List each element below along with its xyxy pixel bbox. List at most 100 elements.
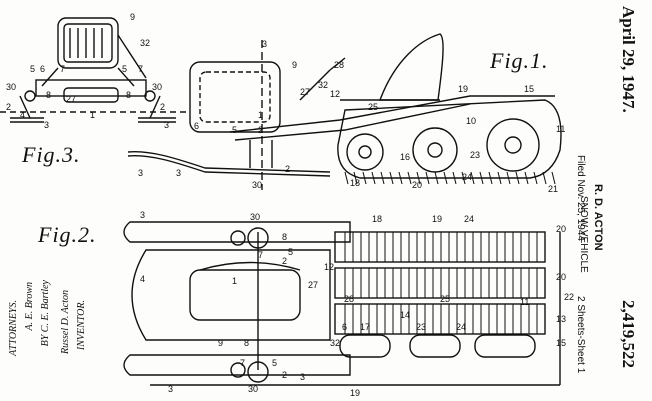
fig1-ref-numeral: 30 <box>252 180 262 190</box>
fig1-side-elevation <box>127 33 562 190</box>
fig1-ref-numeral: 20 <box>412 180 422 190</box>
tread-line <box>434 171 439 185</box>
fig2-ref-numeral: 7 <box>258 250 263 260</box>
fig3-label: Fig.3. <box>22 142 81 167</box>
filing-date: Filed Nov. 25, 1944 <box>575 155 586 241</box>
fig3-ref-numeral: 6 <box>40 64 45 74</box>
inventor-short-name: R. D. ACTON <box>592 184 604 251</box>
fig1-ref-numeral: 28 <box>334 60 344 70</box>
fig3-ref-numeral: 30 <box>6 82 16 92</box>
fig3-ref-numeral: 30 <box>152 82 162 92</box>
tread-line <box>542 171 547 185</box>
fig1-ref-numeral: 23 <box>470 150 480 160</box>
fig2-ref-numeral: 20 <box>556 272 566 282</box>
fig3-ref-numeral: 32 <box>140 38 150 48</box>
fig2-ref-numeral: 23 <box>416 322 426 332</box>
sheet-count: 2 Sheets-Sheet 1 <box>575 296 586 374</box>
track-treads <box>344 171 556 334</box>
fig2-ref-numeral: 24 <box>464 214 474 224</box>
fig3-ref-numeral: 3 <box>164 120 169 130</box>
fig2-ref-numeral: 25 <box>440 294 450 304</box>
fig2-ref-numeral: 13 <box>556 314 566 324</box>
tread-line <box>371 171 376 185</box>
fig2-ref-numeral: 9 <box>218 338 223 348</box>
fig3-ref-numeral: 1 <box>90 110 95 120</box>
fig3-ref-numeral: 8 <box>46 90 51 100</box>
fig1-ref-numeral: 9 <box>292 60 297 70</box>
fig1-ref-numeral: 1 <box>258 110 263 120</box>
tread-line <box>497 171 502 185</box>
fig2-ref-numeral: 15 <box>556 338 566 348</box>
tread-line <box>551 171 556 185</box>
fig3-ref-numeral: 5 <box>122 64 127 74</box>
fig2-ref-numeral: 18 <box>372 214 382 224</box>
fig2-ref-numeral: 30 <box>248 384 258 394</box>
tread-line <box>389 171 394 185</box>
fig3-ref-numeral: 7 <box>138 64 143 74</box>
fig3-ref-numeral: 8 <box>126 90 131 100</box>
fig2-ref-numeral: 5 <box>272 358 277 368</box>
tread-line <box>443 171 448 185</box>
fig1-ref-numeral: 3 <box>262 39 267 49</box>
fig2-ref-numeral: 24 <box>456 322 466 332</box>
fig3-ref-numeral: 2 <box>160 102 165 112</box>
fig1-label: Fig.1. <box>490 48 549 73</box>
fig2-ref-numeral: 4 <box>140 274 145 284</box>
fig3-ref-numeral: 4 <box>20 110 25 120</box>
fig2-ref-numeral: 30 <box>250 212 260 222</box>
fig1-ref-numeral: 19 <box>458 84 468 94</box>
fig1-ref-numeral: 16 <box>400 152 410 162</box>
fig3-ref-numeral: 9 <box>130 12 135 22</box>
fig3-ref-numeral: 5 <box>30 64 35 74</box>
tread-line <box>425 171 430 185</box>
fig3-ref-numeral: 7 <box>60 64 65 74</box>
tread-line <box>488 171 493 185</box>
tread-line <box>407 171 412 185</box>
tread-line <box>461 171 466 185</box>
fig2-ref-numeral: 27 <box>308 280 318 290</box>
fig2-label: Fig.2. <box>38 222 97 247</box>
fig2-ref-numeral: 1 <box>232 276 237 286</box>
fig1-ref-numeral: 3 <box>138 168 143 178</box>
tread-line <box>470 171 475 185</box>
fig1-ref-numeral: 21 <box>548 184 558 194</box>
fig2-ref-numeral: 3 <box>168 384 173 394</box>
fig2-ref-numeral: 20 <box>556 224 566 234</box>
fig2-ref-numeral: 5 <box>288 247 293 257</box>
fig2-ref-numeral: 3 <box>300 372 305 382</box>
fig2-ref-numeral: 11 <box>520 297 529 307</box>
tread-line <box>524 171 529 185</box>
tread-line <box>344 171 349 185</box>
fig2-ref-numeral: 6 <box>342 322 347 332</box>
fig2-ref-numeral: 19 <box>350 388 360 398</box>
fig2-plan-view <box>123 221 561 386</box>
fig3-ref-numeral: 2 <box>6 102 11 112</box>
fig1-ref-numeral: 2 <box>258 125 263 135</box>
fig2-ref-numeral: 8 <box>244 338 249 348</box>
fig1-ref-numeral: 24 <box>462 172 472 182</box>
fig1-ref-numeral: 25 <box>368 102 378 112</box>
fig1-ref-numeral: 18 <box>350 178 360 188</box>
tread-line <box>353 171 358 185</box>
fig2-ref-numeral: 2 <box>282 370 287 380</box>
fig3-front-view <box>0 17 190 123</box>
tread-line <box>416 171 421 185</box>
tread-line <box>479 171 484 185</box>
fig1-ref-numeral: 3 <box>176 168 181 178</box>
fig3-ref-numeral: 3 <box>44 120 49 130</box>
fig1-ref-numeral: 2 <box>285 164 290 174</box>
fig2-ref-numeral: 32 <box>330 338 340 348</box>
fig2-ref-numeral: 17 <box>360 322 370 332</box>
patent-date: April 29, 1947. <box>619 6 638 113</box>
fig2-ref-numeral: 12 <box>324 262 334 272</box>
fig2-ref-numeral: 7 <box>240 358 245 368</box>
patent-title: SNOW VEHICLE <box>578 196 589 273</box>
tread-line <box>515 171 520 185</box>
fig2-ref-numeral: 14 <box>400 310 410 320</box>
tread-line <box>533 171 538 185</box>
tread-line <box>380 171 385 185</box>
fig1-ref-numeral: 5 <box>232 125 237 135</box>
fig2-ref-numeral: 8 <box>282 232 287 242</box>
